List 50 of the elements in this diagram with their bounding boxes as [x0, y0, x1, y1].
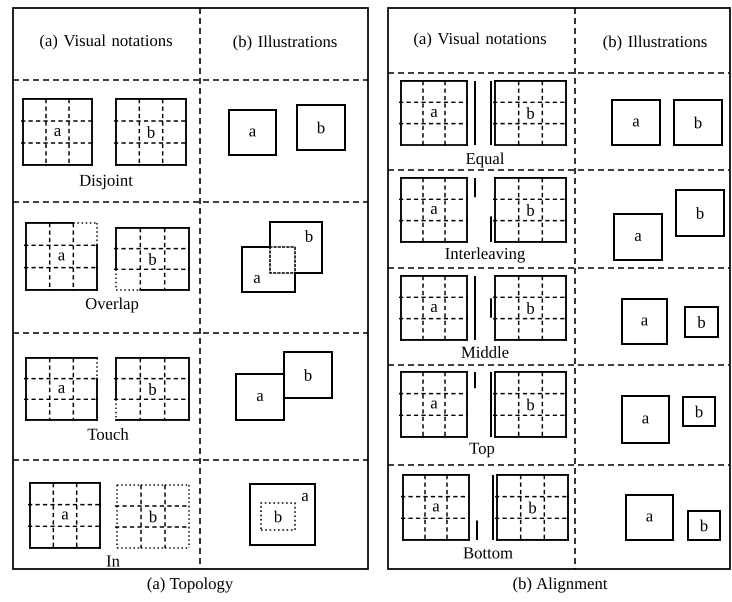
illustration-square: a [611, 99, 661, 146]
notation-grid: a [399, 80, 468, 146]
illustration-square: b [269, 221, 323, 274]
illustration-square: b [283, 351, 333, 399]
column-header: (b) Illustrations [603, 35, 707, 51]
row-label: Interleaving [445, 247, 525, 263]
row-label: Bottom [463, 547, 513, 559]
row-label: In [106, 556, 120, 566]
notation-grid: b [493, 80, 567, 146]
column-header: (b) Illustrations [233, 35, 337, 51]
notation-grid: a [399, 371, 468, 438]
illustration-square: a [235, 373, 285, 421]
subfigure-caption: (b) Alignment [513, 577, 608, 593]
row-label: Middle [461, 346, 508, 358]
illustration-square: a [625, 494, 674, 541]
row-label: Overlap [86, 297, 138, 313]
illustration-square: a [241, 246, 296, 293]
notation-grid: a [24, 357, 98, 421]
illustration-square: b [687, 510, 721, 541]
notation-grid: a [21, 98, 93, 166]
notation-grid: a [399, 275, 468, 341]
column-header: (a) Visual notations [414, 32, 546, 48]
illustration-square: a [228, 109, 277, 156]
notation-grid: b [493, 371, 567, 438]
notation-grid: b [114, 98, 187, 166]
notation-grid: b [495, 474, 569, 541]
notation-grid: a [24, 222, 98, 291]
illustration-square: b [673, 99, 723, 146]
illustration-square: a [621, 395, 670, 444]
illustration-square: b [684, 306, 719, 338]
subfigure-caption: (a) Topology [148, 577, 234, 593]
notation-grid: b [114, 227, 190, 291]
illustration-square: b [675, 189, 725, 237]
illustration-square: a [613, 213, 663, 261]
illustration-square: b [682, 396, 716, 427]
illustration-square: b [260, 502, 296, 531]
illustration-square: b [296, 104, 346, 151]
notation-grid: b [114, 357, 190, 421]
notation-grid: a [401, 474, 470, 541]
row-label: Disjoint [80, 174, 133, 190]
row-label: Equal [466, 152, 504, 168]
notation-grid: b [115, 484, 190, 549]
row-label: Top [469, 442, 494, 458]
notation-grid: a [28, 482, 101, 549]
notation-grid: b [493, 177, 567, 243]
notation-grid: a [399, 177, 468, 243]
row-label: Touch [88, 428, 128, 440]
illustration-square: a [621, 298, 668, 345]
notation-grid: b [493, 275, 567, 341]
column-header: (a) Visual notations [40, 34, 172, 50]
